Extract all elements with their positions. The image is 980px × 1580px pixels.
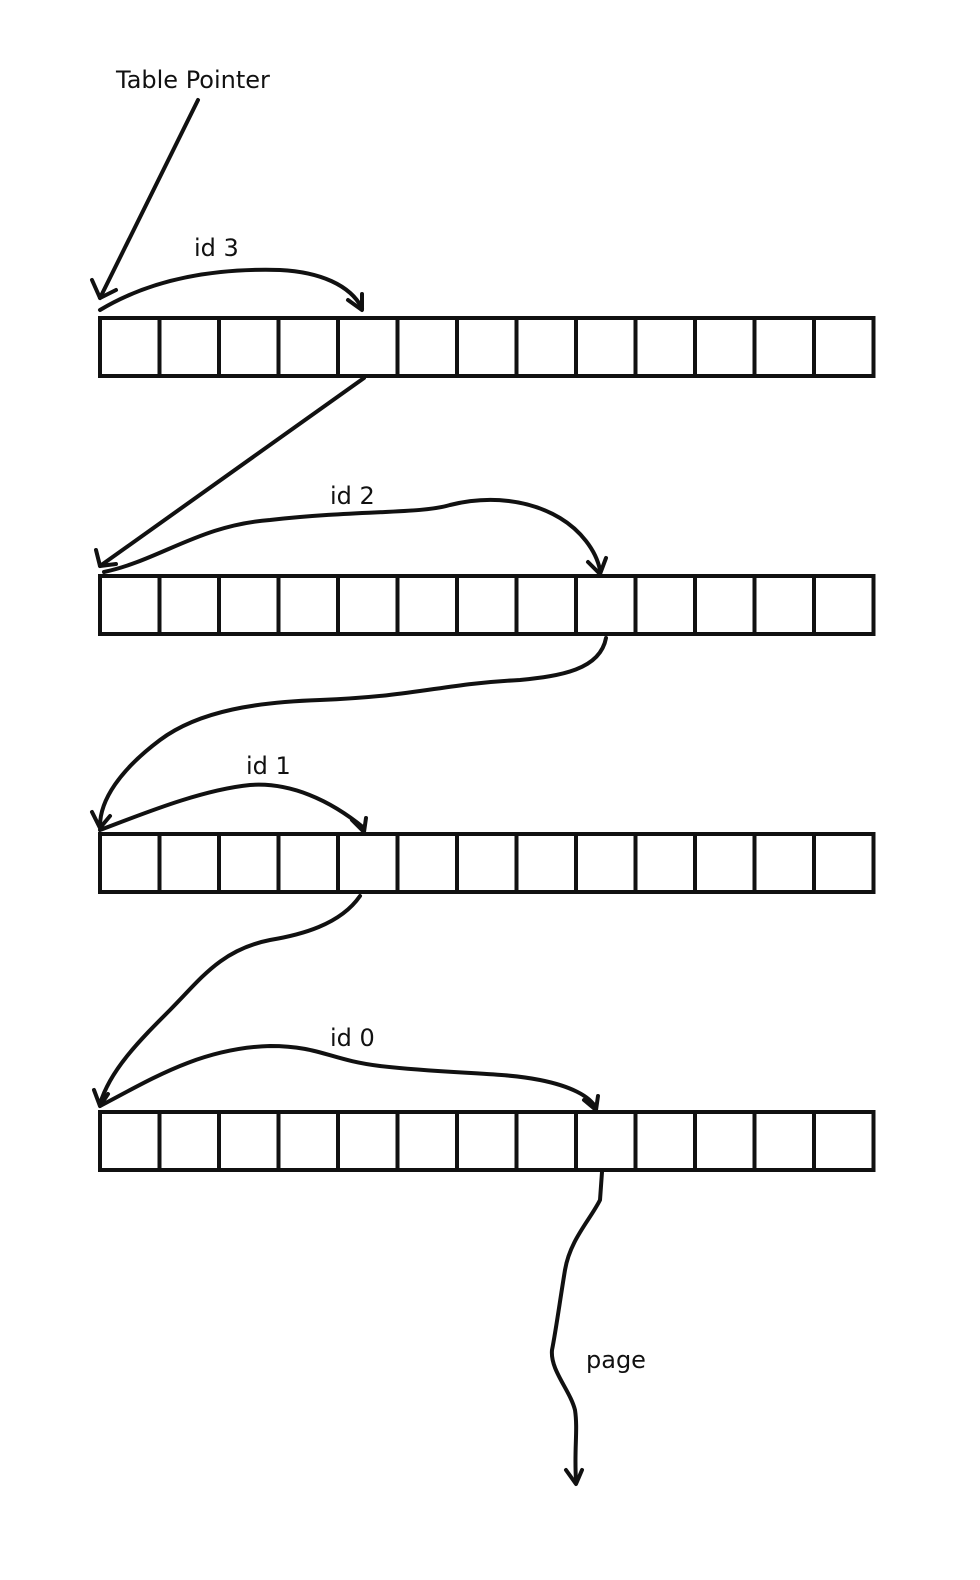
- index-arrow-id2: [102, 497, 602, 574]
- level-label-id1: id 1: [246, 752, 291, 780]
- table-cell: [574, 316, 638, 378]
- page-arrowhead: [564, 1468, 584, 1486]
- table-cell: [812, 316, 876, 378]
- table-cell: [157, 1110, 221, 1172]
- index-arrow-id3: [98, 267, 364, 312]
- table-cell: [455, 574, 519, 636]
- table-cell: [514, 316, 578, 378]
- table-cell: [336, 574, 400, 636]
- table-cell: [455, 832, 519, 894]
- table-row-id0: [98, 1110, 876, 1172]
- table-cell: [514, 574, 578, 636]
- table-cell: [336, 316, 400, 378]
- table-cell: [693, 832, 757, 894]
- table-cell: [98, 1110, 162, 1172]
- table-cell: [812, 832, 876, 894]
- table-cell: [395, 316, 459, 378]
- page-label: page: [586, 1346, 646, 1374]
- table-cell: [276, 574, 340, 636]
- level-label-id2: id 2: [330, 482, 375, 510]
- level-label-id3: id 3: [194, 234, 239, 262]
- table-cell: [157, 316, 221, 378]
- table-pointer-arrowhead: [90, 278, 118, 300]
- table-cell: [455, 1110, 519, 1172]
- next-level-arrow-id1-to-id0: [98, 894, 362, 1106]
- table-cell: [98, 316, 162, 378]
- table-cell: [574, 1110, 638, 1172]
- table-cell: [514, 1110, 578, 1172]
- table-cell: [693, 316, 757, 378]
- table-row-id1: [98, 832, 876, 894]
- next-level-arrowhead-id3-to-id2: [94, 548, 118, 568]
- table-cell: [217, 574, 281, 636]
- table-row-id2: [98, 574, 876, 636]
- table-cell: [633, 832, 697, 894]
- page-arrow: [549, 1170, 604, 1482]
- table-cell: [633, 574, 697, 636]
- table-row-id3: [98, 316, 876, 378]
- table-cell: [574, 832, 638, 894]
- table-cell: [217, 316, 281, 378]
- table-cell: [98, 832, 162, 894]
- index-arrowhead-id1: [350, 816, 368, 834]
- table-cell: [395, 574, 459, 636]
- table-cell: [514, 832, 578, 894]
- table-cell: [276, 832, 340, 894]
- table-cell: [157, 574, 221, 636]
- table-cell: [633, 316, 697, 378]
- index-arrow-id0: [98, 1044, 598, 1110]
- index-arrowhead-id2: [586, 556, 608, 576]
- table-cell: [276, 1110, 340, 1172]
- table-pointer-label: Table Pointer: [115, 66, 270, 94]
- table-cell: [217, 832, 281, 894]
- table-cell: [812, 1110, 876, 1172]
- table-cell: [693, 574, 757, 636]
- table-cell: [217, 1110, 281, 1172]
- index-arrow-id1: [98, 782, 366, 832]
- next-level-arrow-id3-to-id2: [98, 376, 366, 568]
- next-level-arrow-id2-to-id1: [98, 636, 608, 828]
- table-cell: [812, 574, 876, 636]
- table-cell: [693, 1110, 757, 1172]
- table-cell: [574, 574, 638, 636]
- table-cell: [633, 1110, 697, 1172]
- table-cell: [395, 832, 459, 894]
- table-cell: [276, 316, 340, 378]
- table-cell: [336, 832, 400, 894]
- table-pointer-arrow: [98, 98, 200, 300]
- index-arrowhead-id0: [582, 1094, 600, 1112]
- table-cell: [752, 832, 816, 894]
- table-cell: [157, 832, 221, 894]
- index-arrowhead-id3: [346, 292, 364, 312]
- table-cell: [752, 316, 816, 378]
- table-cell: [98, 574, 162, 636]
- table-cell: [395, 1110, 459, 1172]
- table-cell: [455, 316, 519, 378]
- table-cell: [336, 1110, 400, 1172]
- table-cell: [752, 1110, 816, 1172]
- table-cell: [752, 574, 816, 636]
- level-label-id0: id 0: [330, 1024, 375, 1052]
